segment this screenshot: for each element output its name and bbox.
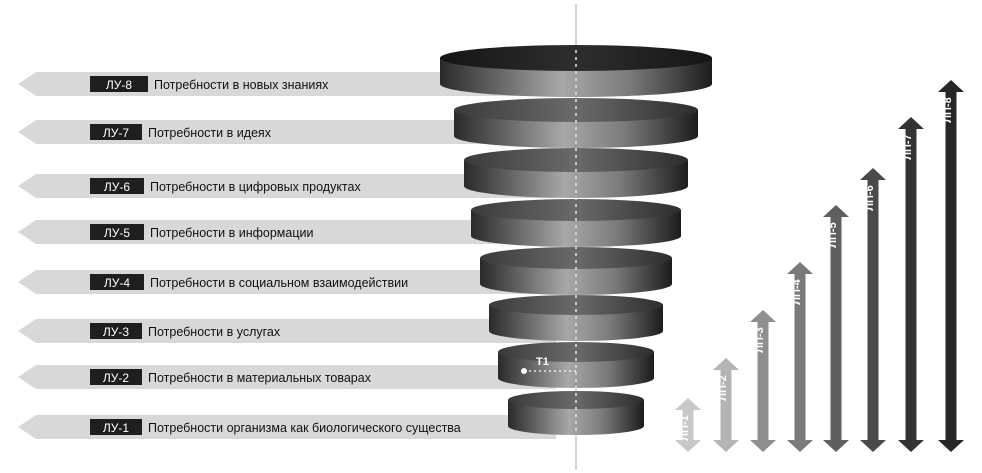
level-code: ЛУ-3 (103, 325, 129, 339)
lp-label: ЛП-2 (717, 375, 729, 400)
level-banner: ЛУ-1 Потребности организма как биологичес… (18, 415, 556, 439)
t1-point (521, 368, 527, 374)
lp-label: ЛП-7 (902, 134, 914, 159)
disc-top (464, 148, 688, 172)
level-banner: ЛУ-2 Потребности в материальных товарах (18, 365, 556, 389)
level-code: ЛУ-1 (103, 421, 129, 435)
lp-arrow: ЛП-2 (713, 358, 739, 452)
lp-arrow: ЛП-3 (750, 310, 776, 452)
level-text: Потребности в информации (150, 226, 313, 240)
level-text: Потребности в услугах (148, 325, 281, 339)
level-code: ЛУ-8 (106, 78, 132, 92)
level-text: Потребности в материальных товарах (148, 371, 372, 385)
lp-label: ЛП-4 (791, 278, 803, 304)
level-code: ЛУ-6 (104, 180, 130, 194)
lp-arrow: ЛП-8 (938, 80, 964, 452)
lp-arrow: ЛП-1 (675, 398, 701, 452)
level-banner: ЛУ-4 Потребности в социальном взаимодейст… (18, 270, 556, 294)
lp-label: ЛП-1 (679, 415, 691, 440)
disc-top (471, 199, 681, 221)
lp-label: ЛП-6 (864, 185, 876, 210)
lp-arrow: ЛП-5 (823, 205, 849, 452)
lp-arrow: ЛП-4 (787, 262, 813, 452)
level-text: Потребности организма как биологического… (148, 421, 461, 435)
lp-label: ЛП-8 (942, 97, 954, 122)
lp-arrow-shape (713, 358, 739, 452)
t1-label: Т1 (536, 356, 549, 368)
level-code: ЛУ-4 (104, 276, 130, 290)
lp-label: ЛП-3 (754, 327, 766, 352)
level-code: ЛУ-7 (103, 126, 129, 140)
lp-arrow-shape (938, 80, 964, 452)
disc-top (480, 247, 672, 269)
lp-arrow: ЛП-7 (898, 117, 924, 452)
level-text: Потребности в цифровых продуктах (150, 180, 361, 194)
lp-arrow-shape (898, 117, 924, 452)
level-code: ЛУ-5 (104, 226, 130, 240)
lp-label: ЛП-5 (827, 222, 839, 247)
level-code: ЛУ-2 (103, 371, 129, 385)
level-text: Потребности в социальном взаимодействии (150, 276, 408, 290)
level-text: Потребности в новых знаниях (154, 78, 329, 92)
level-banner: ЛУ-3 Потребности в услугах (18, 319, 556, 343)
lp-arrow: ЛП-6 (860, 168, 886, 452)
level-text: Потребности в идеях (148, 126, 272, 140)
